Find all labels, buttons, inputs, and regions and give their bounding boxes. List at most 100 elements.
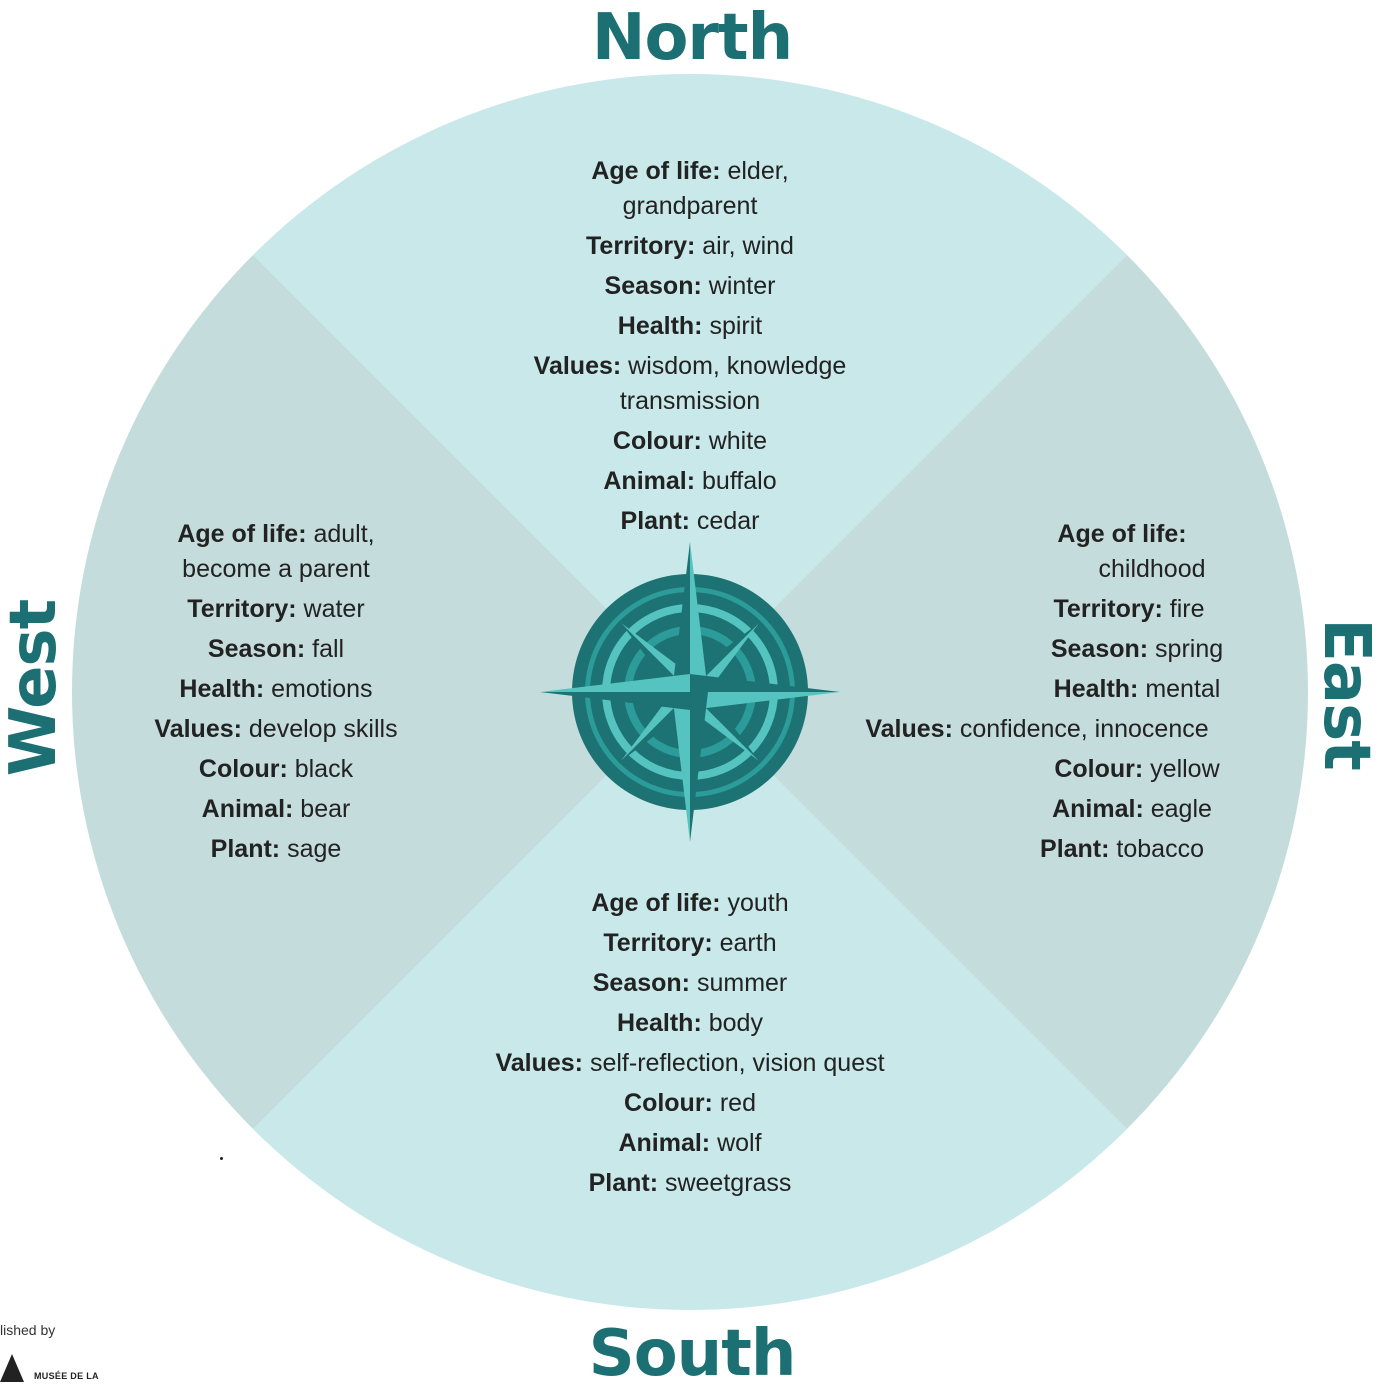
attr-value: body: [701, 1009, 763, 1037]
attr-value: tobacco: [1109, 835, 1204, 863]
attr-value: spirit: [702, 312, 763, 340]
animal-row: Animal: bear: [154, 792, 397, 827]
attr-value: wisdom, knowledge: [621, 352, 847, 380]
animal-row: Animal: buffalo: [534, 464, 847, 499]
attr-value: red: [712, 1089, 756, 1117]
attr-label: Season:: [1050, 635, 1149, 663]
attr-label: Health:: [617, 1009, 702, 1037]
attr-value: summer: [690, 969, 788, 997]
attr-label: Plant:: [210, 835, 281, 863]
values-row: Values: confidence, innocence: [851, 712, 1223, 747]
values-continued: transmission: [619, 387, 761, 415]
health-row: Health: mental: [851, 672, 1223, 707]
attr-value: eagle: [1143, 795, 1212, 823]
attr-value: confidence, innocence: [952, 715, 1209, 743]
attr-label: Values:: [154, 715, 242, 743]
attr-label: Health:: [1053, 675, 1139, 703]
age-of-life-row: Age of life: youth: [495, 886, 884, 921]
season-row: Season: fall: [154, 632, 397, 667]
attr-label: Health:: [179, 675, 265, 703]
season-row: Season: summer: [495, 966, 884, 1001]
age-of-life-continued: childhood: [1098, 555, 1206, 583]
attr-label: Animal:: [618, 1129, 711, 1157]
attr-value: youth: [720, 889, 789, 917]
animal-row: Animal: wolf: [495, 1126, 884, 1161]
direction-north-label: North: [591, 1, 793, 75]
health-row: Health: emotions: [154, 672, 397, 707]
attr-label: Season:: [592, 969, 691, 997]
published-by-credit: lished by: [0, 1322, 56, 1338]
attr-value: earth: [712, 929, 777, 957]
colour-row: Colour: red: [495, 1086, 884, 1121]
attr-value: mental: [1138, 675, 1221, 703]
direction-south-label: South: [588, 1317, 797, 1391]
colour-row: Colour: yellow: [851, 752, 1223, 787]
attr-value: wolf: [710, 1129, 762, 1157]
attr-value: spring: [1148, 635, 1224, 663]
age-of-life-row: Age of life: elder,: [534, 154, 847, 189]
museum-name: MUSÉE DE LA: [34, 1371, 99, 1381]
attr-label: Colour:: [1054, 755, 1144, 783]
season-row: Season: spring: [851, 632, 1223, 667]
plant-row: Plant: sweetgrass: [495, 1166, 884, 1201]
attr-label: Season:: [604, 272, 702, 300]
attr-value: emotions: [264, 675, 373, 703]
attr-label: Animal:: [201, 795, 294, 823]
attr-label: Plant:: [1040, 835, 1110, 863]
east-attributes: Age of life: childhood Territory: fire S…: [851, 517, 1223, 872]
attr-label: Values:: [533, 352, 622, 380]
compass-rose-icon: [540, 542, 840, 842]
values-row: Values: self-reflection, vision quest: [495, 1046, 884, 1081]
attr-value: fall: [305, 635, 345, 663]
age-of-life-continued: grandparent: [622, 192, 758, 220]
age-of-life-row: Age of life: adult,: [154, 517, 397, 552]
west-attributes: Age of life: adult, become a parent Terr…: [154, 517, 397, 872]
attr-value: adult,: [306, 520, 375, 548]
colour-row: Colour: black: [154, 752, 397, 787]
territory-row: Territory: earth: [495, 926, 884, 961]
attr-value: water: [296, 595, 365, 623]
attr-value: black: [287, 755, 354, 783]
attr-label: Plant:: [588, 1169, 659, 1197]
health-row: Health: spirit: [534, 309, 847, 344]
animal-row: Animal: eagle: [851, 792, 1223, 827]
attr-label: Age of life:: [591, 889, 721, 917]
attr-value: cedar: [689, 507, 760, 535]
attr-label: Season:: [207, 635, 306, 663]
colour-row: Colour: white: [534, 424, 847, 459]
north-attributes: Age of life: elder, grandparent Territor…: [534, 154, 847, 544]
health-row: Health: body: [495, 1006, 884, 1041]
plant-row: Plant: cedar: [534, 504, 847, 539]
attr-value: bear: [293, 795, 351, 823]
attr-label: Territory:: [1053, 595, 1163, 623]
attr-label: Plant:: [620, 507, 690, 535]
attr-value: fire: [1162, 595, 1205, 623]
age-of-life-continued: become a parent: [182, 555, 370, 583]
attr-label: Age of life:: [177, 520, 307, 548]
attr-label: Territory:: [603, 929, 713, 957]
values-row: Values: wisdom, knowledge: [534, 349, 847, 384]
age-of-life-row: Age of life:: [851, 517, 1223, 552]
attr-label: Age of life:: [1057, 520, 1187, 548]
direction-east-label: East: [1309, 618, 1383, 770]
attr-label: Values:: [865, 715, 953, 743]
attr-value: self-reflection, vision quest: [583, 1049, 885, 1077]
plant-row: Plant: tobacco: [851, 832, 1223, 867]
territory-row: Territory: water: [154, 592, 397, 627]
attr-label: Colour:: [198, 755, 288, 783]
attr-label: Animal:: [1052, 795, 1144, 823]
attr-label: Colour:: [612, 427, 702, 455]
attr-value: white: [701, 427, 768, 455]
museum-logo-icon: [0, 1354, 24, 1382]
stray-dot: [220, 1157, 223, 1160]
attr-value: air, wind: [695, 232, 794, 260]
attr-label: Age of life:: [591, 157, 721, 185]
attr-label: Territory:: [586, 232, 696, 260]
attr-label: Animal:: [603, 467, 696, 495]
attr-value: develop skills: [241, 715, 398, 743]
south-attributes: Age of life: youth Territory: earth Seas…: [495, 886, 884, 1206]
attr-value: elder,: [720, 157, 789, 185]
territory-row: Territory: fire: [851, 592, 1223, 627]
attr-value: buffalo: [695, 467, 777, 495]
